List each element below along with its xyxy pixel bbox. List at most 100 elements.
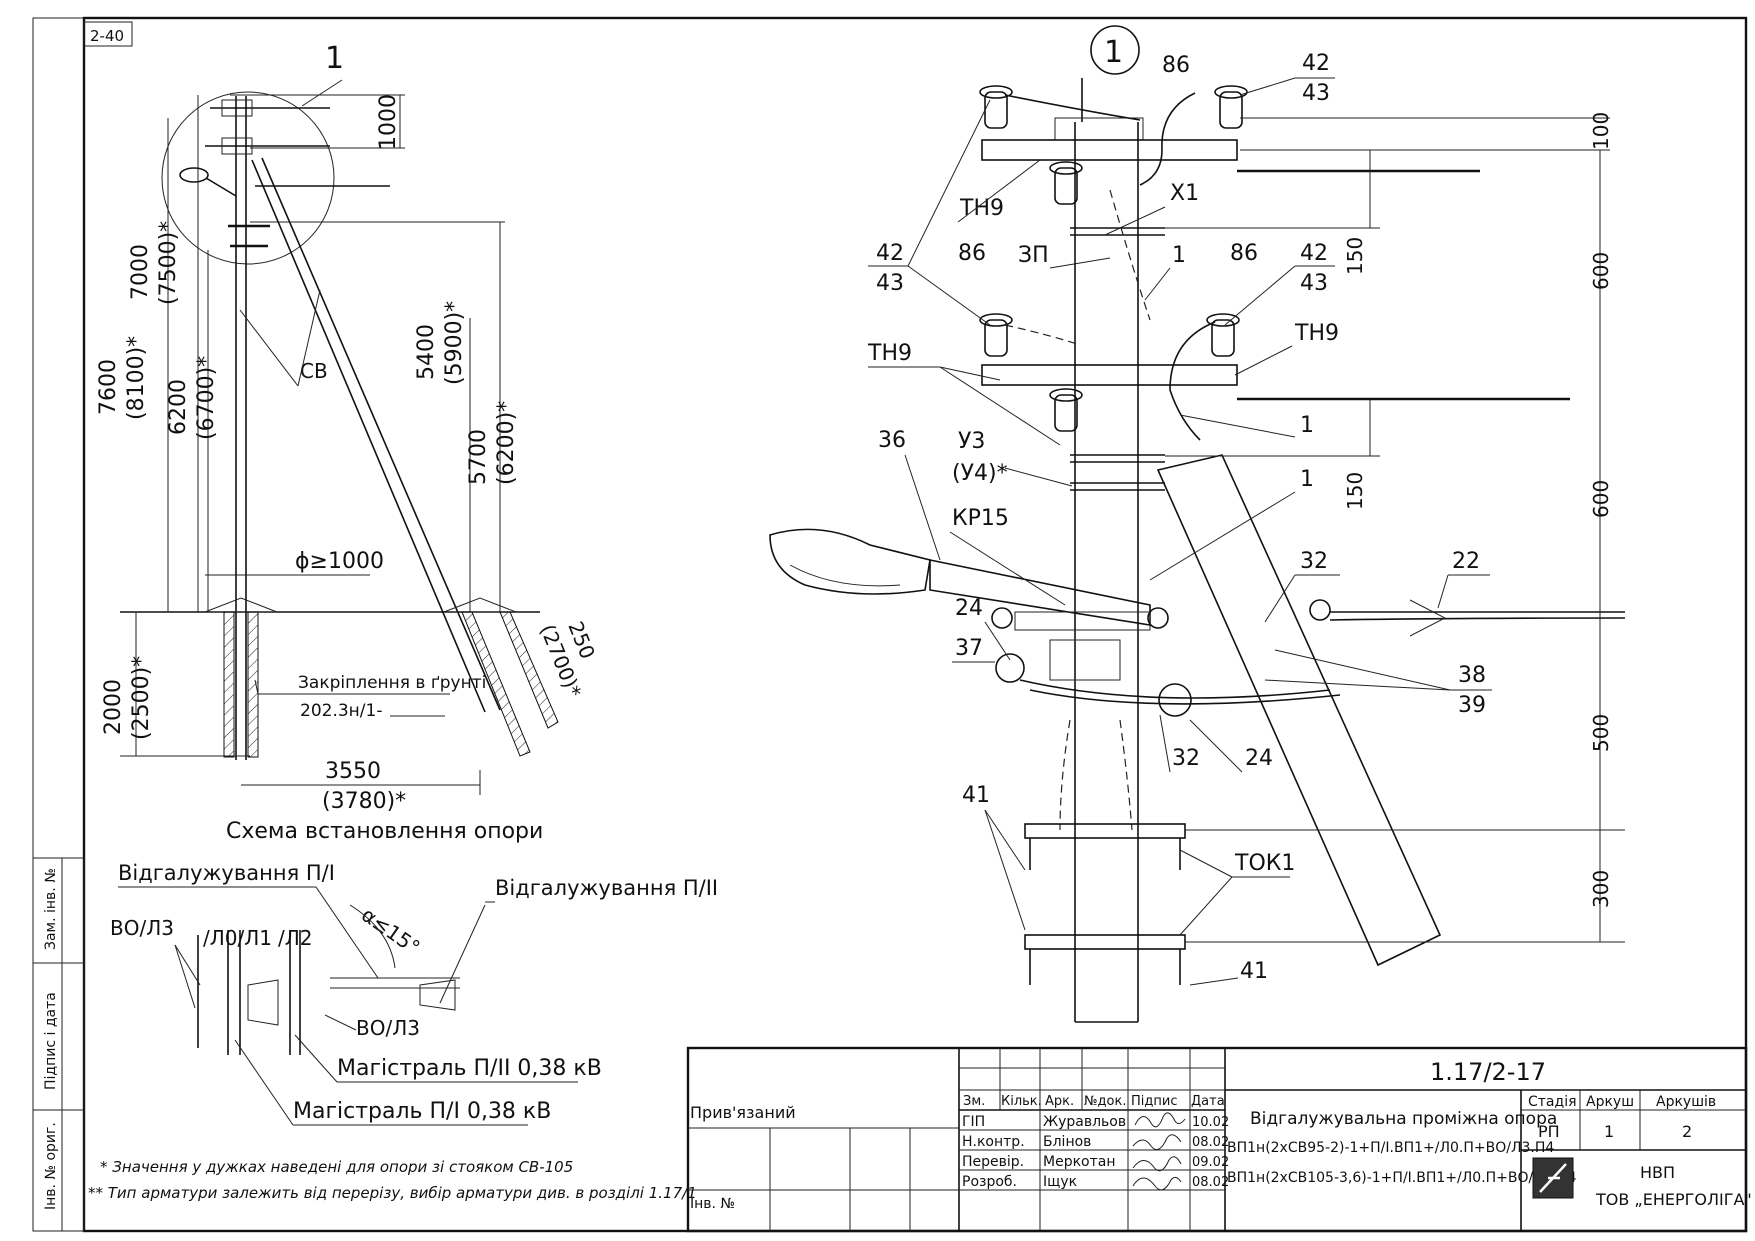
row2-name: Блінов xyxy=(1043,1134,1091,1150)
hdr-ark: Арк. xyxy=(1045,1094,1074,1109)
branch-pli-label: Відгалужування П/ІІ xyxy=(495,876,718,900)
label-37: 37 xyxy=(955,636,983,661)
vo-l3b-label: ВО/Л3 xyxy=(356,1016,420,1040)
dim-5400: 5400 xyxy=(414,324,439,380)
hdr-data: Дата xyxy=(1191,1094,1225,1109)
label-86-a: 86 xyxy=(1162,53,1190,78)
l2-label: /Л2 xyxy=(278,926,313,950)
strut-label: СВ xyxy=(300,359,328,383)
row1-role: ГІП xyxy=(962,1114,985,1130)
signature-scribbles xyxy=(1132,1112,1186,1191)
dim-100: 100 xyxy=(1589,112,1613,150)
privyaz-label: Прив'язаний xyxy=(690,1103,796,1122)
title-line-3: ВП1н(2хСВ105-3,6)-1+П/І.ВП1+/Л0.П+ВО/Л3.… xyxy=(1227,1170,1577,1186)
label-1-a: 1 xyxy=(1172,243,1186,268)
label-42-c: 42 xyxy=(1300,241,1328,266)
main-pl-label: Магістраль П/І 0,38 кВ xyxy=(293,1099,551,1124)
label-41-a: 41 xyxy=(962,783,990,808)
label-86-c: 86 xyxy=(1230,241,1258,266)
dim-3550: 3550 xyxy=(325,759,381,784)
sheet-code-box xyxy=(83,21,133,47)
label-22: 22 xyxy=(1452,549,1480,574)
company-logo-icon xyxy=(1532,1157,1574,1199)
label-32-b: 32 xyxy=(1172,746,1200,771)
branch-pl-label: Відгалужування П/І xyxy=(118,861,335,885)
dim-2000: 2000 xyxy=(101,679,126,735)
dim-600-a: 600 xyxy=(1589,252,1613,290)
row3-role: Перевір. xyxy=(962,1154,1024,1170)
arkushiv-value: 2 xyxy=(1682,1122,1692,1141)
side-replace-inv: Зам. інв. № xyxy=(43,868,59,950)
note-2: ** Тип арматури залежить від перерізу, в… xyxy=(88,1184,697,1202)
label-x1: Х1 xyxy=(1170,181,1199,206)
inv-label: Інв. № xyxy=(690,1196,735,1212)
label-86-b: 86 xyxy=(958,241,986,266)
label-th9-a: ТН9 xyxy=(959,196,1004,221)
row3-date: 09.02 xyxy=(1192,1155,1229,1170)
dim-500: 500 xyxy=(1589,714,1613,752)
hdr-zm: Зм. xyxy=(963,1094,985,1109)
detail-circle xyxy=(161,91,335,265)
label-24-a: 24 xyxy=(955,596,983,621)
detail-strut xyxy=(1156,454,1442,967)
title-line-1: Відгалужувальна проміжна опора xyxy=(1250,1109,1557,1129)
label-1-b: 1 xyxy=(1300,413,1314,438)
dim-1000: 1000 xyxy=(376,94,401,150)
row2-date: 08.02 xyxy=(1192,1135,1229,1150)
dim-7600: 7600 xyxy=(96,359,121,415)
dim-300: 300 xyxy=(1589,870,1613,908)
lamp-icon xyxy=(179,167,209,183)
label-42-a: 42 xyxy=(1302,51,1330,76)
detail-circle-label: 1 xyxy=(325,41,344,76)
dim-5700: 5700 xyxy=(466,429,491,485)
dim-3780: (3780)* xyxy=(322,789,406,814)
dim-150-b: 150 xyxy=(1343,472,1367,510)
hdr-pidpys: Підпис xyxy=(1131,1094,1177,1109)
platform-upper xyxy=(1024,823,1186,839)
stadia-value: РП xyxy=(1538,1122,1560,1141)
dim-6200-strut: (6200)* xyxy=(494,401,519,485)
label-1-c: 1 xyxy=(1300,467,1314,492)
plan-view: Відгалужування П/І Відгалужування П/ІІ α… xyxy=(110,861,718,1126)
crossarm-middle xyxy=(981,364,1238,386)
ground-fix-code: 202.3н/1- xyxy=(300,701,382,721)
side-signature-date: Підпис і дата xyxy=(43,992,59,1090)
scheme-caption: Схема встановлення опори xyxy=(226,819,543,844)
arkush-value: 1 xyxy=(1604,1122,1614,1141)
strut-pole xyxy=(251,159,486,713)
label-zp: ЗП xyxy=(1018,243,1049,268)
row4-date: 08.02 xyxy=(1192,1175,1229,1190)
sheet-code: 2-40 xyxy=(90,27,124,45)
label-th9-b: ТН9 xyxy=(867,341,912,366)
hdr-arkushiv: Аркушів xyxy=(1656,1094,1716,1110)
insulator-icon xyxy=(979,85,1248,432)
dim-7500: (7500)* xyxy=(156,221,181,305)
side-inv-orig: Інв. № ориг. xyxy=(43,1122,59,1210)
dim-phi: ϕ≥1000 xyxy=(295,549,384,574)
label-kp15: КР15 xyxy=(952,506,1009,531)
crossarm-top xyxy=(981,139,1238,161)
row3-name: Меркотан xyxy=(1043,1154,1116,1170)
label-u3: У3 xyxy=(958,429,985,454)
dim-8100: (8100)* xyxy=(124,336,149,420)
doc-code: 1.17/2-17 xyxy=(1430,1058,1546,1086)
detail-node-circle xyxy=(1090,25,1140,75)
platform-lower xyxy=(1024,934,1186,950)
label-u4: (У4)* xyxy=(952,461,1008,486)
dim-6200: 6200 xyxy=(166,379,191,435)
dim-6700: (6700)* xyxy=(194,356,219,440)
label-24-b: 24 xyxy=(1245,746,1273,771)
label-38: 38 xyxy=(1458,663,1486,688)
title-line-2: ВП1н(2хСВ95-2)-1+П/І.ВП1+/Л0.П+ВО/Л3.П4 xyxy=(1227,1140,1554,1156)
row4-role: Розроб. xyxy=(962,1174,1017,1190)
side-strip: Інв. № ориг. Підпис і дата Зам. інв. № xyxy=(32,857,85,1232)
title-block: 1.17/2-17 Прив'язаний Інв. № Зм. Кільк. … xyxy=(686,1046,1752,1233)
label-41-b: 41 xyxy=(1240,959,1268,984)
org-line-1: НВП xyxy=(1640,1163,1675,1182)
label-39: 39 xyxy=(1458,693,1486,718)
dim-150-a: 150 xyxy=(1343,237,1367,275)
hdr-stadia: Стадія xyxy=(1528,1094,1577,1110)
row4-name: Іщук xyxy=(1043,1174,1077,1190)
installation-scheme: 1 СВ xyxy=(96,41,600,844)
detail-view: 1 xyxy=(769,25,1626,1023)
